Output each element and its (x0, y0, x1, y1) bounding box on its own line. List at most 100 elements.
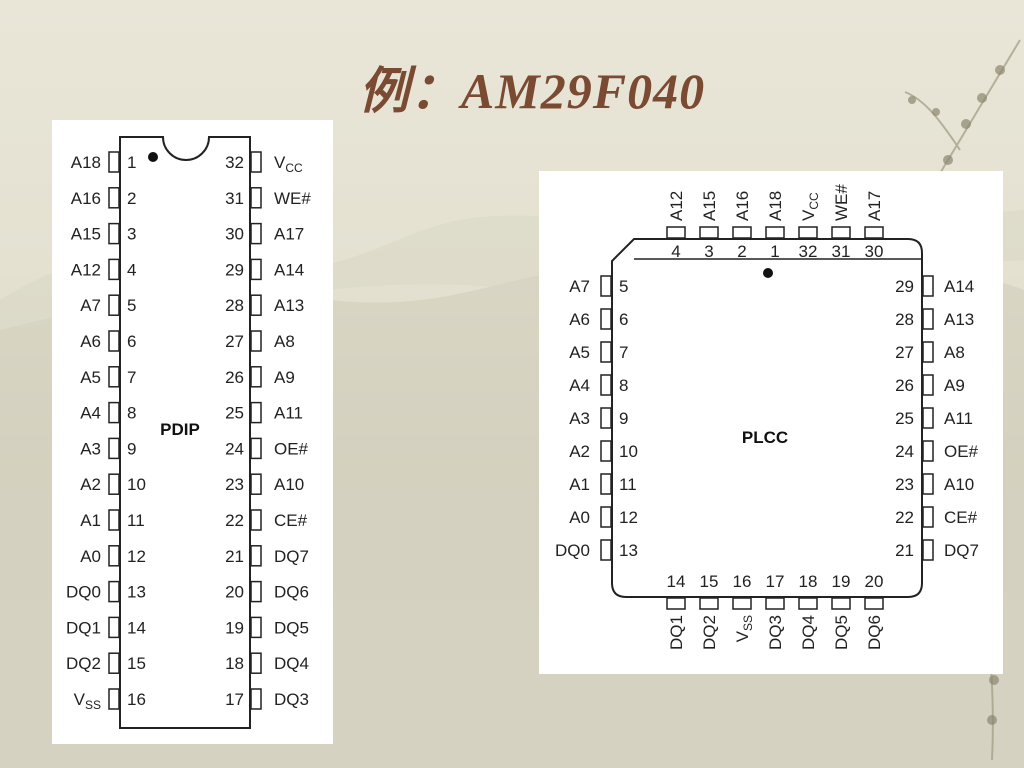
plcc-pin-name-right: CE# (944, 508, 978, 527)
pdip-pin-number-right: 22 (225, 511, 244, 530)
pdip-pin-number-left: 15 (127, 654, 146, 673)
plcc-pin-name-left: A6 (569, 310, 590, 329)
plcc-pin-number-bottom: 17 (766, 572, 785, 591)
slide-title: 例：AM29F040 (358, 63, 706, 119)
plcc-pin-left (600, 341, 612, 363)
plcc-pin-left (600, 308, 612, 330)
pdip-pin-name-right: A9 (274, 368, 295, 387)
pdip-pin-left (108, 366, 120, 388)
plcc-pin-bottom (699, 597, 719, 610)
pdip-pin-number-right: 21 (225, 547, 244, 566)
pdip-pin-right (250, 652, 262, 674)
pdip-pin-number-left: 5 (127, 296, 136, 315)
pdip-pin-name-left: A12 (71, 260, 101, 279)
plcc-pin-name-bottom: DQ5 (832, 615, 851, 650)
pdip-pin-name-left: DQ2 (66, 654, 101, 673)
pdip-pin-name-right: DQ5 (274, 618, 309, 637)
pdip-pin-name-left: A4 (80, 404, 101, 423)
plcc-pin-number-right: 25 (895, 409, 914, 428)
pdip-pin-number-right: 28 (225, 296, 244, 315)
plcc-pin-name-bottom: DQ1 (667, 615, 686, 650)
plcc-pin-name-left: A3 (569, 409, 590, 428)
pdip-pin-number-left: 12 (127, 547, 146, 566)
plcc-package-body (611, 238, 923, 598)
pdip-pin-name-right: A14 (274, 260, 304, 279)
plcc-pin-name-left: A4 (569, 376, 590, 395)
plcc-pin-right (922, 275, 934, 297)
pdip-pin-name-left: DQ0 (66, 583, 101, 602)
plcc-pin-number-top: 32 (799, 242, 818, 261)
plcc-pin-number-left: 11 (619, 475, 637, 494)
pdip-pin-right (250, 222, 262, 245)
plcc-pin-name-top: VCC (799, 192, 821, 221)
pdip-pin-right (250, 187, 262, 209)
plcc-pin-name-left: A5 (569, 343, 590, 362)
plcc-pin-number-top: 1 (770, 242, 779, 261)
plcc-pin-top (831, 226, 851, 239)
pdip-pin-left (108, 401, 120, 424)
plcc-pin-name-right: A14 (944, 277, 974, 296)
pdip-pin-name-right: DQ7 (274, 547, 309, 566)
plcc-pin-right (922, 407, 934, 429)
plcc-pin-number-bottom: 20 (865, 572, 884, 591)
plcc-pin-name-left: A1 (569, 475, 590, 494)
plcc-pin-top (798, 226, 818, 239)
pdip-pin-name-right: A13 (274, 296, 304, 315)
plcc-pin-number-bottom: 19 (832, 572, 851, 591)
plcc-pin-number-top: 30 (865, 242, 884, 261)
pdip-pin-name-left: VSS (74, 690, 101, 712)
pdip-pin-name-right: A8 (274, 332, 295, 351)
pdip-pin-name-right: A11 (274, 404, 303, 423)
pdip-pin-number-left: 11 (127, 511, 145, 530)
plcc-pin-bottom (864, 597, 884, 610)
pdip-pin-name-left: A6 (80, 332, 101, 351)
pdip-pin-number-left: 13 (127, 583, 146, 602)
pin1-dot-marker (148, 152, 158, 162)
pin-name-subscript: SS (741, 615, 755, 631)
pin-name-subscript: SS (85, 698, 101, 712)
plcc-pin-name-top: WE# (832, 184, 851, 221)
plcc-pin-number-bottom: 18 (799, 572, 818, 591)
pdip-pin-name-left: A2 (80, 475, 101, 494)
plcc-pin-top (864, 226, 884, 239)
plcc-pin-right (922, 473, 934, 495)
pdip-package-body (119, 136, 251, 729)
plcc-pin-number-top: 2 (737, 242, 746, 261)
plcc-pin-name-left: A2 (569, 442, 590, 461)
plcc-pin-name-left: A0 (569, 508, 590, 527)
plcc-pin-number-bottom: 15 (700, 572, 719, 591)
pdip-pin-number-right: 27 (225, 332, 244, 351)
pdip-pin-right (250, 545, 262, 567)
plcc-pin-name-right: A9 (944, 376, 965, 395)
plcc-pin-top (666, 226, 686, 239)
plcc-pin-name-bottom: VSS (733, 615, 755, 642)
pdip-pin-right (250, 688, 262, 710)
plcc-pin-name-right: DQ7 (944, 541, 979, 560)
pdip-pin-right (250, 330, 262, 352)
pdip-pin-number-right: 32 (225, 153, 244, 172)
pdip-pin-name-right: DQ4 (274, 654, 309, 673)
pdip-pin-number-right: 30 (225, 225, 244, 244)
plcc-pin-left (600, 539, 612, 561)
pdip-pin-number-right: 24 (225, 439, 244, 458)
pdip-pin-number-right: 29 (225, 260, 244, 279)
pdip-pin-right (250, 473, 262, 495)
plcc-pin-number-left: 13 (619, 541, 638, 560)
plcc-pin-name-right: A13 (944, 310, 974, 329)
plcc-pin-name-right: A10 (944, 475, 974, 494)
pdip-pin-number-right: 25 (225, 404, 244, 423)
plcc-pin-name-bottom: DQ2 (700, 615, 719, 650)
plcc-pin-number-right: 21 (895, 541, 914, 560)
plcc-pin-number-left: 9 (619, 409, 628, 428)
plcc-pin-number-top: 31 (832, 242, 851, 261)
pdip-pin-name-right: DQ6 (274, 583, 309, 602)
pdip-pin-right (250, 151, 262, 173)
pin-name-subscript: CC (285, 161, 303, 175)
pdip-pin-name-left: A3 (80, 439, 101, 458)
plcc-pin-name-left: A7 (569, 277, 590, 296)
plcc-pin-left (600, 407, 612, 429)
plcc-pin-name-bottom: DQ4 (799, 615, 818, 650)
plcc-pin-number-right: 23 (895, 475, 914, 494)
plcc-pin-right (922, 308, 934, 330)
